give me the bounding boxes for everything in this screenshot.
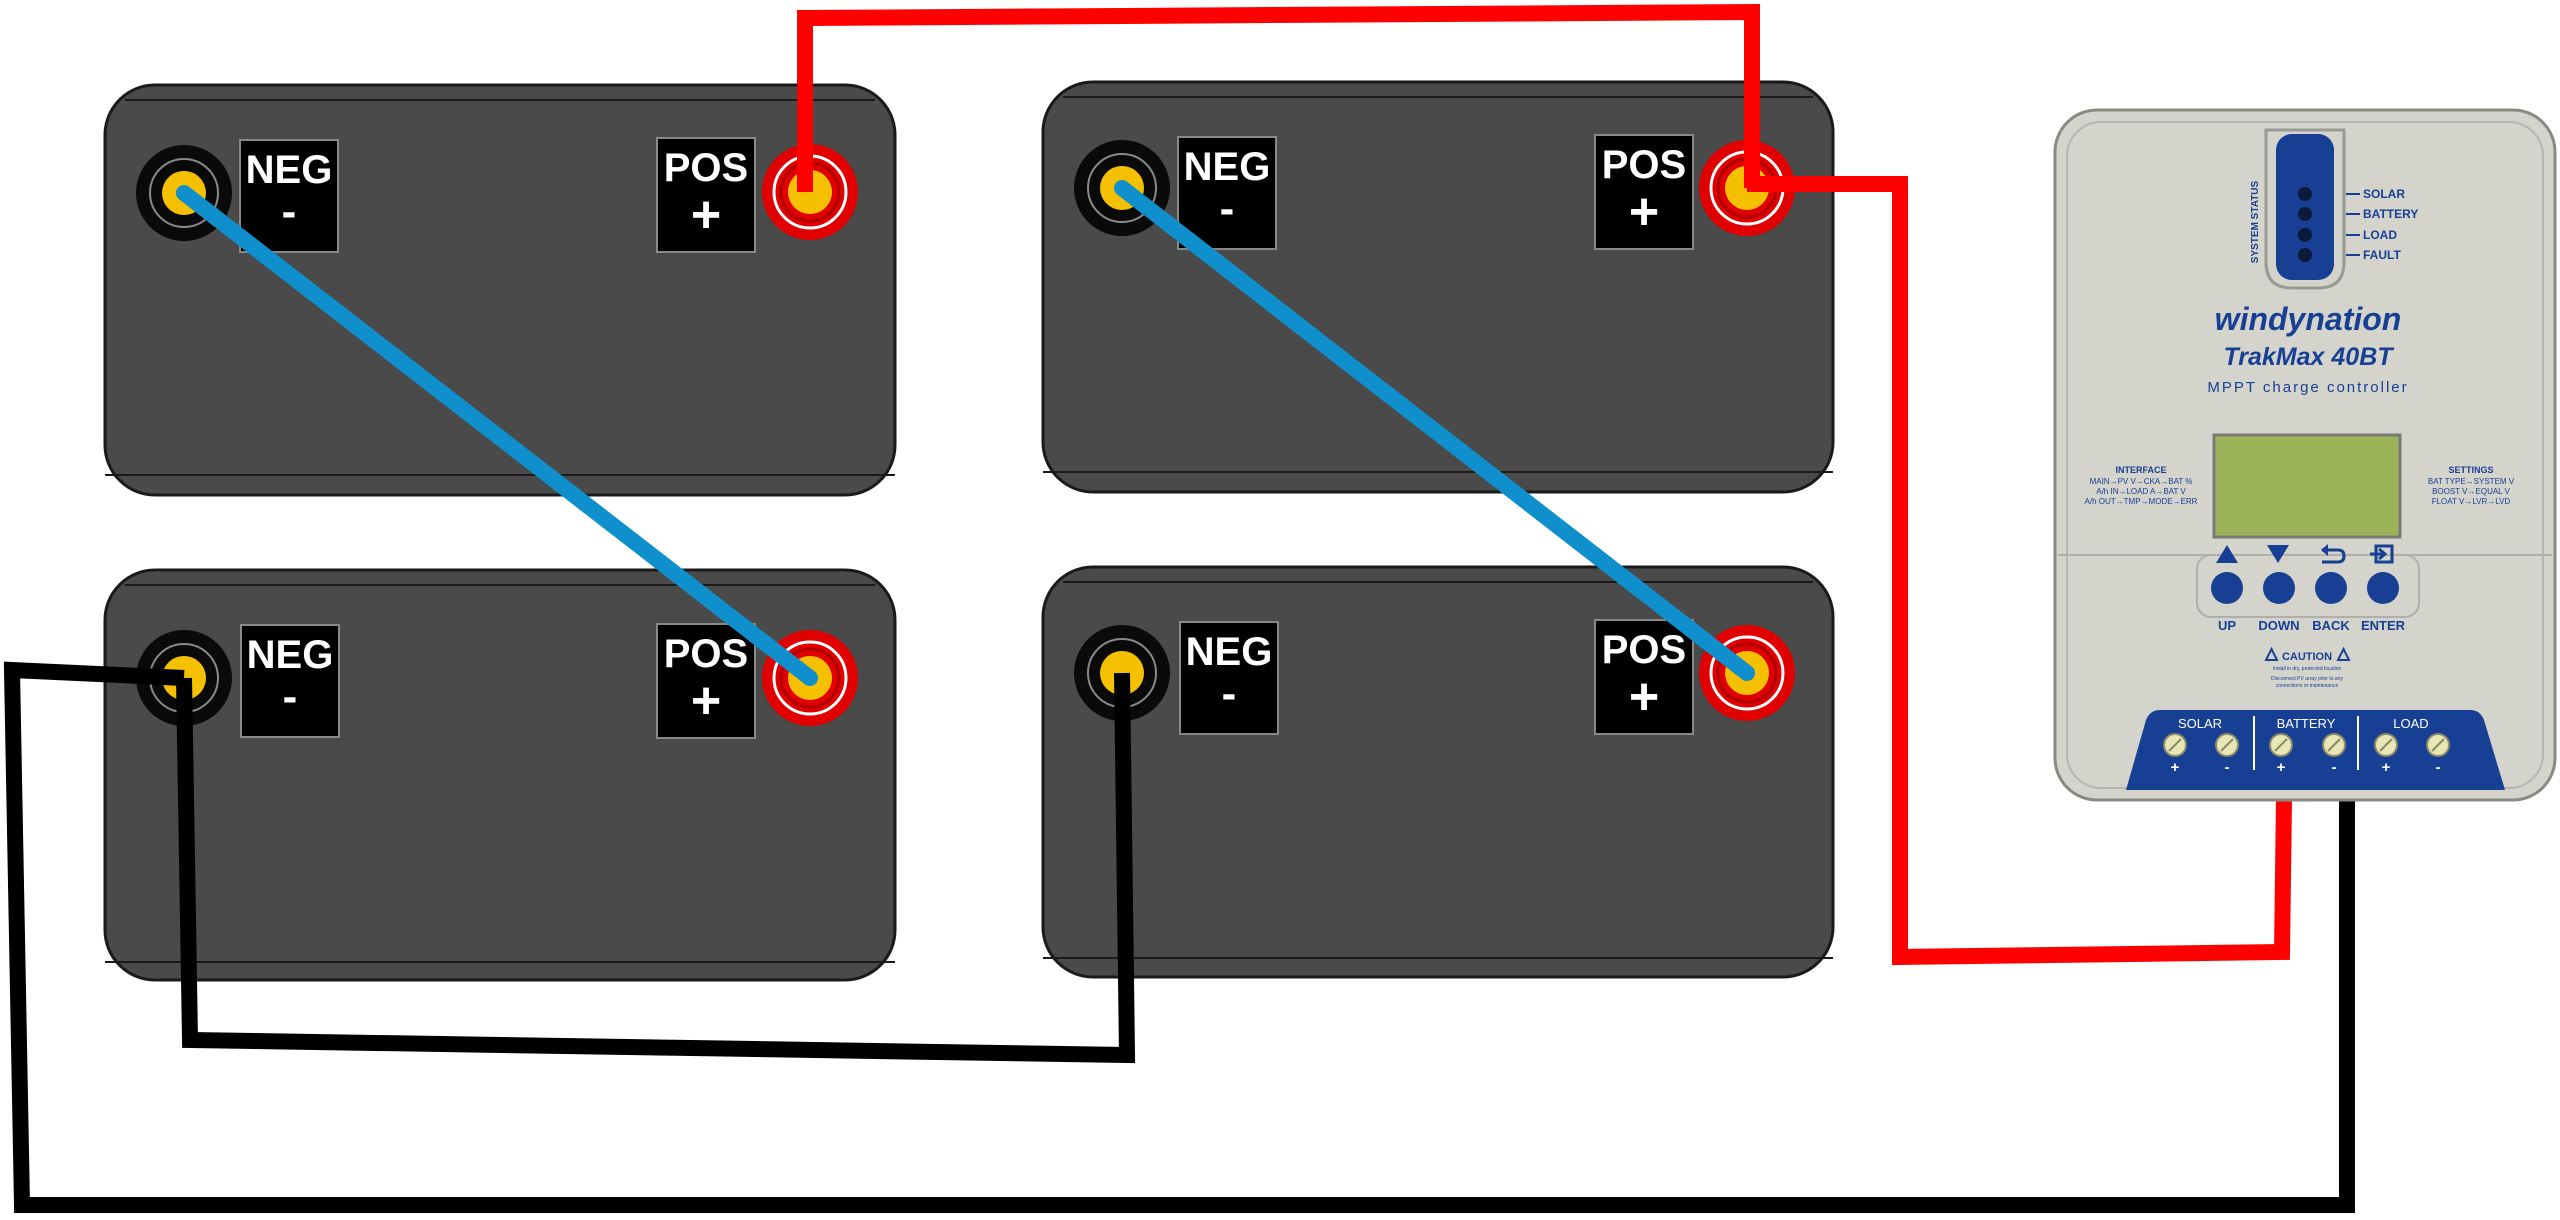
warning-icon: [2264, 646, 2279, 661]
status-led-panel: SYSTEM STATUS SOLAR BATTERY LOAD FAULT: [2250, 128, 2418, 290]
interface-title: INTERFACE: [2115, 465, 2166, 475]
neg-sign: -: [1222, 669, 1237, 718]
pos-sign: +: [691, 672, 721, 730]
pos-sign: +: [1629, 668, 1659, 726]
pos-label-text: POS: [664, 146, 748, 190]
terminal-sign: -: [2436, 759, 2441, 776]
led-label: FAULT: [2363, 248, 2401, 262]
pos-label-text: POS: [1602, 143, 1686, 187]
terminal-sign: -: [2332, 759, 2337, 776]
led-load-icon: [2298, 228, 2312, 242]
caution-notice: CAUTION Install in dry, protected locati…: [2264, 646, 2351, 689]
up-button[interactable]: [2211, 572, 2243, 604]
caution-title: CAUTION: [2282, 651, 2332, 663]
back-arrow-icon: [2321, 544, 2346, 564]
charge-controller: SYSTEM STATUS SOLAR BATTERY LOAD FAULT w…: [2053, 108, 2557, 802]
positive-wire-battery-link: [797, 3, 1760, 192]
model-name: TrakMax 40BT: [2223, 343, 2395, 371]
settings-menu-legend: SETTINGS BAT TYPE→SYSTEM V BOOST V→EQUAL…: [2428, 465, 2515, 506]
enter-icon: [2370, 544, 2394, 564]
neg-label-text: NEG: [246, 148, 333, 192]
pos-label-text: POS: [1602, 628, 1686, 672]
up-arrow-icon: [2216, 545, 2238, 563]
down-button-label: DOWN: [2258, 618, 2299, 633]
led-label: BATTERY: [2363, 207, 2418, 221]
terminal-sign: +: [2277, 759, 2286, 776]
brand-name: windynation: [2215, 301, 2402, 337]
battery-bottom-right: [1041, 565, 1835, 979]
negative-wire-to-controller: [3, 661, 2355, 1213]
positive-wire-to-controller: [1747, 176, 2292, 966]
enter-button-label: ENTER: [2361, 618, 2406, 633]
terminal-block: SOLAR BATTERY LOAD + - + - + -: [2126, 710, 2505, 790]
caution-line: Disconnect PV array prior to any: [2271, 676, 2343, 682]
terminal-sign: +: [2171, 759, 2180, 776]
battery-bottom-left-pos-label: POS +: [656, 623, 756, 739]
neg-label-text: NEG: [1186, 630, 1273, 674]
battery-bottom-left: [103, 568, 897, 982]
battery-top-left-neg-label: NEG -: [239, 139, 339, 253]
terminal-sign: +: [2382, 759, 2391, 776]
enter-button[interactable]: [2367, 572, 2399, 604]
load-terminal-label: LOAD: [2393, 716, 2428, 731]
interface-line: MAIN→PV V→CKA→BAT %: [2090, 477, 2193, 486]
battery-bottom-right-neg-label: NEG -: [1179, 621, 1279, 735]
up-button-label: UP: [2218, 618, 2236, 633]
interface-line: A/h IN→LOAD A→BAT V: [2096, 487, 2186, 496]
caution-line: Install in dry, protected location: [2273, 666, 2342, 672]
settings-line: BAT TYPE→SYSTEM V: [2428, 477, 2515, 486]
down-arrow-icon: [2267, 545, 2289, 563]
warning-icon: [2336, 646, 2351, 661]
neg-sign: -: [282, 187, 297, 236]
settings-title: SETTINGS: [2448, 465, 2493, 475]
settings-line: BOOST V→EQUAL V: [2432, 487, 2510, 496]
pos-sign: +: [1629, 183, 1659, 241]
solar-terminal-label: SOLAR: [2178, 716, 2222, 731]
system-status-label: SYSTEM STATUS: [2250, 180, 2261, 263]
neg-label-text: NEG: [1184, 145, 1271, 189]
jumper-wire-left: [176, 185, 818, 686]
back-button-label: BACK: [2312, 618, 2350, 633]
interface-menu-legend: INTERFACE MAIN→PV V→CKA→BAT % A/h IN→LOA…: [2085, 465, 2198, 506]
back-button[interactable]: [2315, 572, 2347, 604]
caution-line: connections or maintenance: [2276, 683, 2339, 689]
led-fault-icon: [2298, 248, 2312, 262]
battery-top-left-pos-label: POS +: [656, 137, 756, 253]
battery-bottom-left-neg-label: NEG -: [240, 624, 340, 738]
terminal-sign: -: [2225, 759, 2230, 776]
led-solar-icon: [2298, 187, 2312, 201]
interface-line: A/h OUT→TMP→MODE→ERR: [2085, 497, 2198, 506]
pos-sign: +: [691, 186, 721, 244]
jumper-wire-right: [1114, 180, 1755, 681]
battery-top-right-pos-label: POS +: [1594, 134, 1694, 250]
led-label: SOLAR: [2363, 187, 2405, 201]
negative-wire-battery-link: [176, 672, 1136, 1064]
battery-terminal-label: BATTERY: [2277, 716, 2336, 731]
settings-line: FLOAT V→LVR→LVD: [2432, 497, 2511, 506]
neg-sign: -: [1220, 184, 1235, 233]
battery-bottom-right-pos-label: POS +: [1594, 619, 1694, 735]
pos-label-text: POS: [664, 632, 748, 676]
down-button[interactable]: [2263, 572, 2295, 604]
neg-label-text: NEG: [247, 633, 334, 677]
controller-subtitle: MPPT charge controller: [2207, 379, 2408, 396]
battery-top-right-neg-label: NEG -: [1177, 136, 1277, 250]
led-label: LOAD: [2363, 228, 2397, 242]
neg-sign: -: [283, 672, 298, 721]
lcd-screen: [2212, 433, 2402, 539]
led-battery-icon: [2298, 207, 2312, 221]
